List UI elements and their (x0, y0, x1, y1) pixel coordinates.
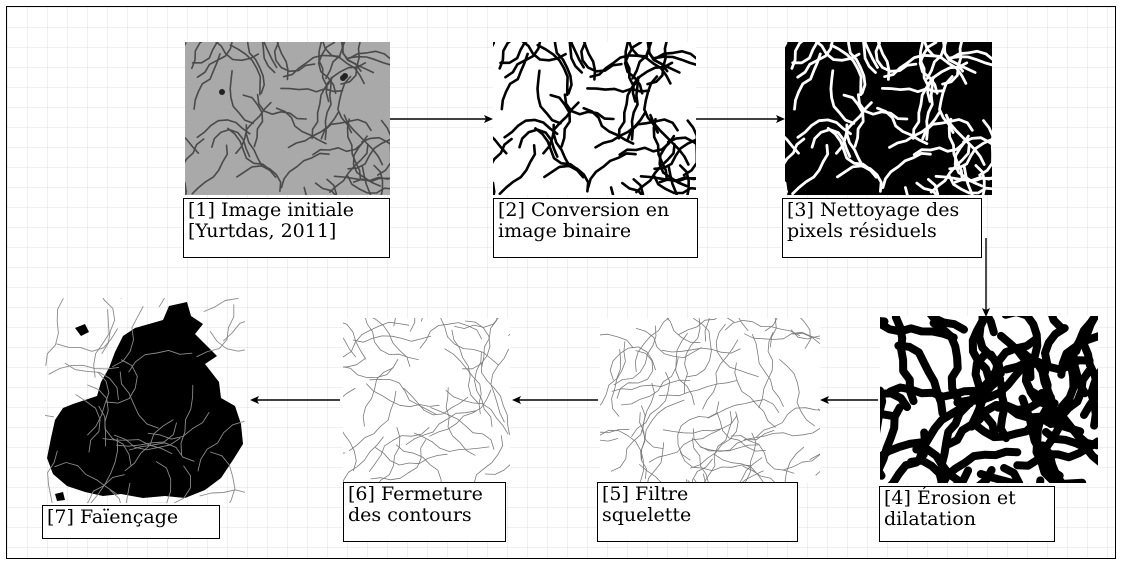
step-1-image (185, 42, 390, 195)
arrow-2-to-3 (696, 114, 786, 124)
arrow-1-to-2 (390, 114, 494, 124)
step-2-image (493, 42, 696, 195)
step-4-label: [4] Érosion et dilatation (879, 486, 1055, 542)
step-5-image (600, 318, 820, 483)
step-3-image (785, 42, 992, 195)
thick-crack-network-icon (880, 316, 1098, 483)
skeleton-lines-icon (600, 318, 820, 483)
crazing-island (75, 324, 89, 336)
closed-contours-icon (343, 318, 510, 483)
arrow-3-to-4 (981, 238, 991, 318)
step-5-label: [5] Filtre squelette (597, 482, 798, 542)
crazing-island-small (55, 492, 65, 501)
crazing-cell-map-icon (45, 298, 245, 503)
step-1-label: [1] Image initiale [Yurtdas, 2011] (183, 198, 390, 258)
arrow-4-to-5 (820, 395, 880, 405)
step-6-image (343, 318, 510, 483)
step-2-label: [2] Conversion en image binaire (493, 198, 698, 258)
binary-crack-white-on-black-icon (785, 42, 992, 195)
step-7-label: [7] Faïençage (42, 505, 220, 539)
step-4-image (880, 316, 1098, 483)
crazing-silhouette (47, 302, 243, 498)
arrow-6-to-7 (250, 395, 342, 405)
step-7-image (45, 298, 245, 503)
arrow-5-to-6 (512, 395, 600, 405)
step-3-label: [3] Nettoyage des pixels résiduels (782, 198, 982, 258)
photo-crack-grayscale-icon (185, 42, 390, 195)
step-6-label: [6] Fermeture des contours (343, 482, 506, 542)
binary-crack-black-on-white-icon (493, 42, 696, 195)
